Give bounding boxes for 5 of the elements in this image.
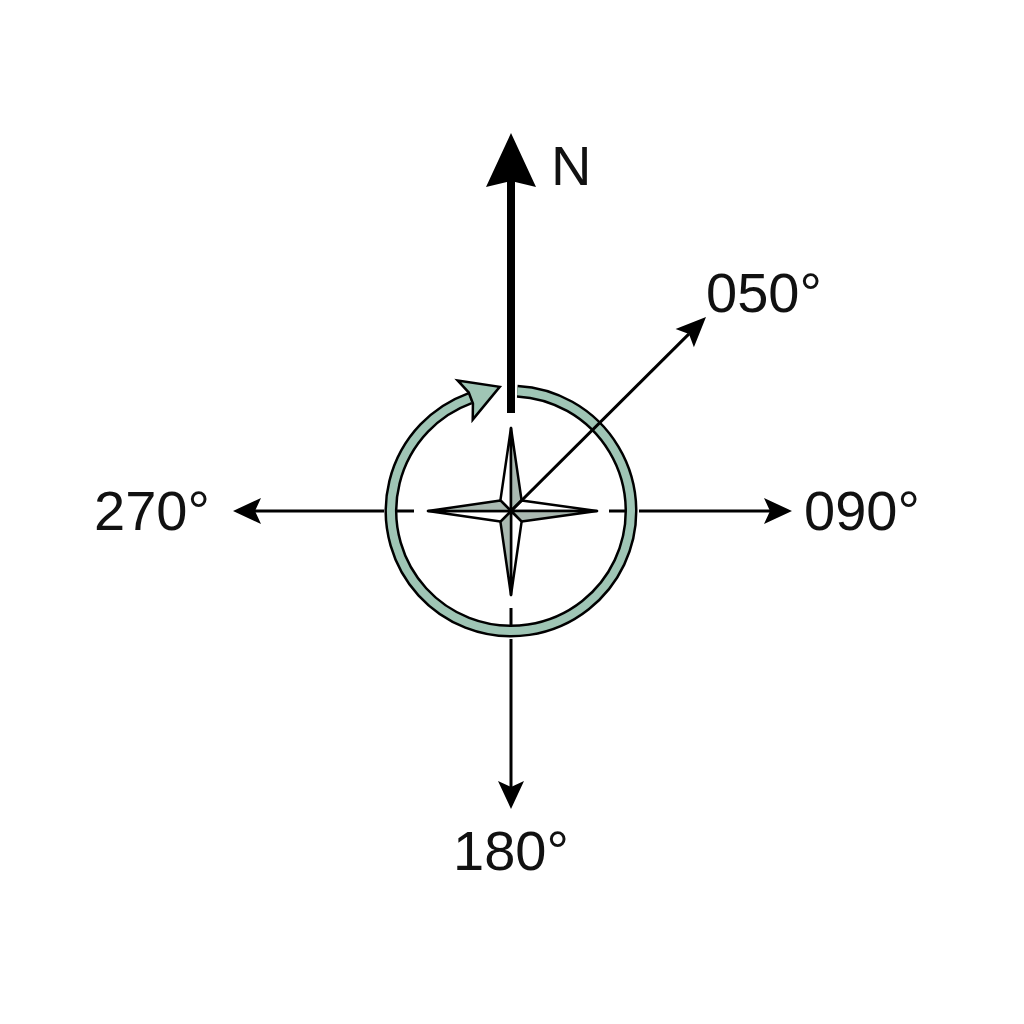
bearing-label: 180° xyxy=(453,823,569,879)
bearing-label: 090° xyxy=(804,483,920,539)
bearing-label: 050° xyxy=(706,265,822,321)
bearing-label: 270° xyxy=(94,483,210,539)
north-label: N xyxy=(551,138,592,194)
